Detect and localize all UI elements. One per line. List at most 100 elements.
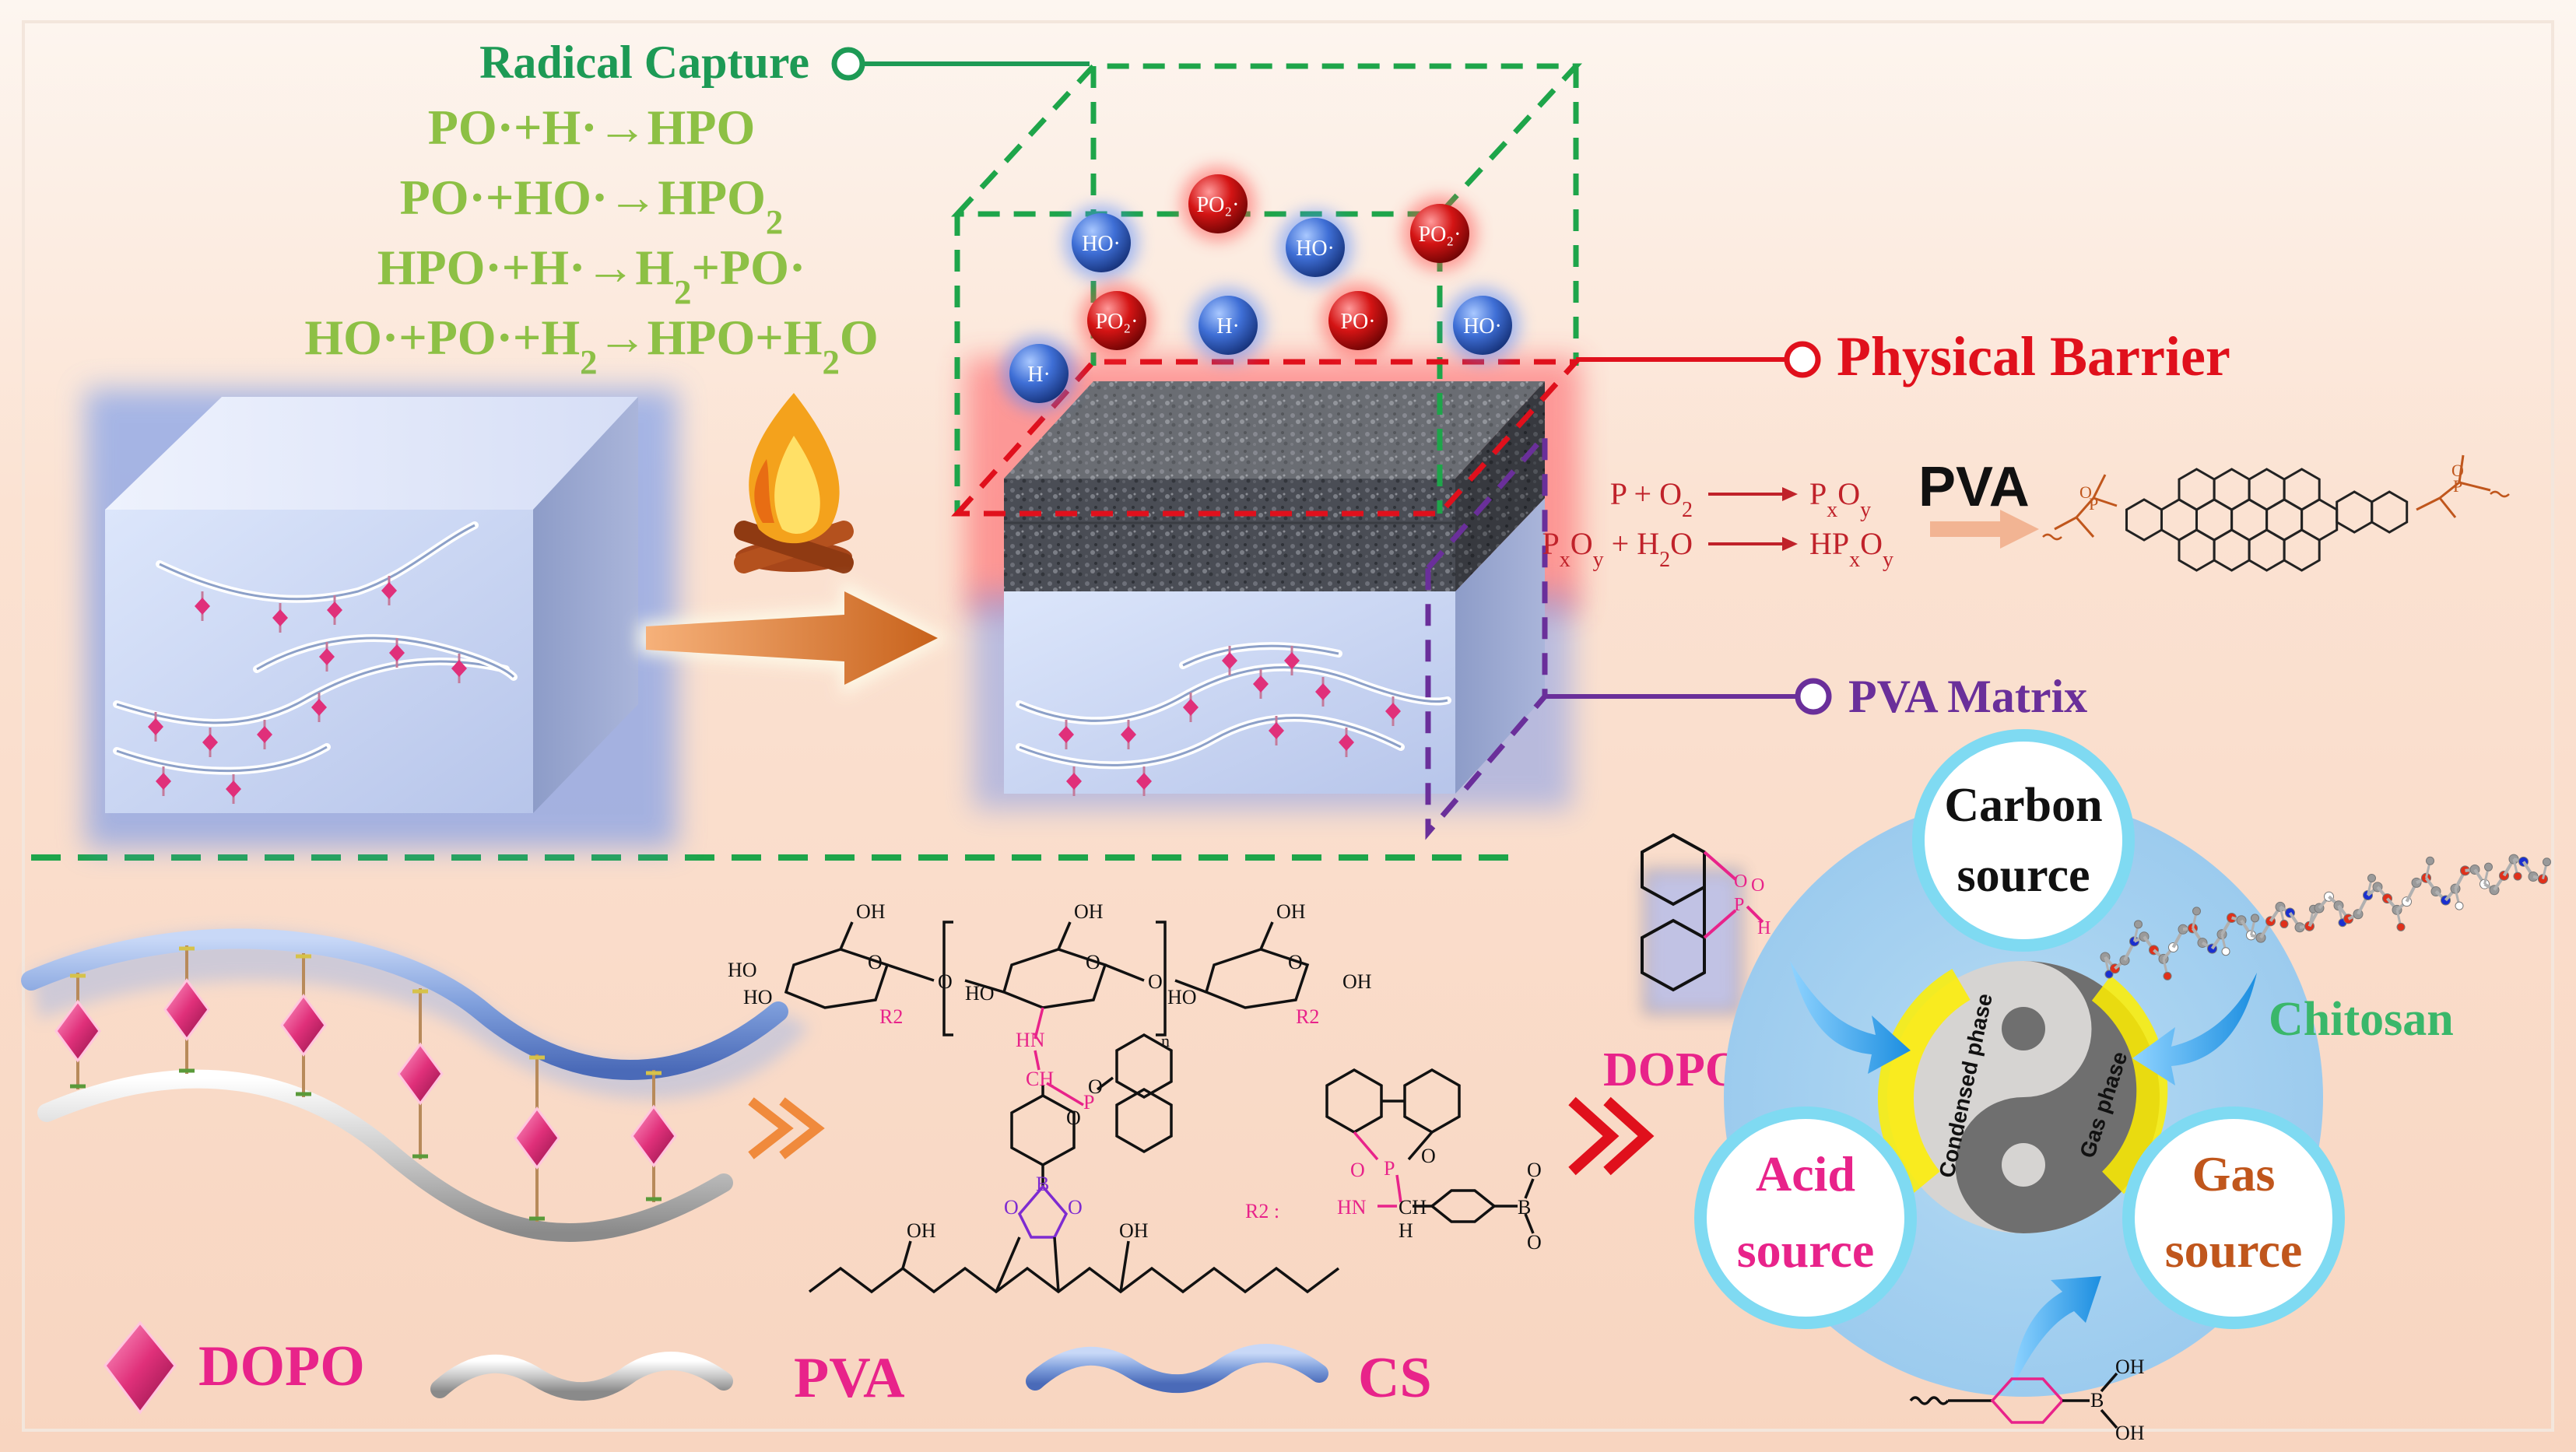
arrow-icon xyxy=(2132,973,2257,1085)
phenylboronic-acid-labels: B OH OH xyxy=(2090,1356,2145,1444)
dopo-diamond-icon xyxy=(148,718,163,735)
charred-pva-cube xyxy=(965,358,1580,809)
dopo-diamond-icon xyxy=(514,1106,560,1170)
radical-label: PO₂· xyxy=(1096,310,1139,334)
aromatic-ring xyxy=(2283,528,2321,572)
dopo-diamond-icon xyxy=(381,582,397,599)
dopo-diamond-icon xyxy=(195,598,210,615)
atom-p: P xyxy=(2453,476,2462,496)
atom-o: O xyxy=(1004,1196,1019,1219)
atom-oh: OH xyxy=(2115,1356,2145,1378)
arrow-icon xyxy=(2012,1276,2101,1389)
gas-source-node: Gas source xyxy=(2122,1107,2345,1329)
polymer-chain-outline xyxy=(1019,666,1448,722)
atom-b: B xyxy=(1518,1196,1531,1219)
pva-product-label: PVA xyxy=(1918,456,2030,518)
radical-species: HO·PO₂·HO·PO₂·PO₂·H·PO·HO·H· xyxy=(1002,167,1520,411)
dopo-diamond-icon xyxy=(1284,652,1300,669)
acid-source-node: Acid source xyxy=(1694,1107,1917,1329)
atom-o: O xyxy=(1350,1159,1365,1181)
radical-blue-ball: H· xyxy=(1002,336,1076,411)
dopo-diamond-icon xyxy=(1058,726,1074,743)
r2-definition-labels: R2 : HN P O O CH H B O O xyxy=(1245,1145,1542,1254)
structure-labels-purple: B O O xyxy=(1004,1173,1083,1219)
radical-blue-ball: H· xyxy=(1191,288,1265,363)
chevron-arrow-icon xyxy=(1568,1096,1655,1176)
radical-label: H· xyxy=(1216,314,1240,338)
reaction-arrowhead xyxy=(1782,487,1798,501)
radical-red-ball: PO₂· xyxy=(1181,167,1255,241)
pva-matrix-callout: PVA Matrix xyxy=(1545,671,2087,722)
condensed-reaction-lhs: PxOy + H2O xyxy=(1542,526,1693,572)
dopo-diamond-icon xyxy=(104,1320,177,1415)
dopo-diamond-icon xyxy=(1121,726,1136,743)
atom-o: O xyxy=(1086,951,1100,973)
physical-barrier-callout: Physical Barrier xyxy=(1576,325,2230,388)
polymer-chain-outline xyxy=(116,660,507,724)
dopo-diamond-icon xyxy=(397,1042,444,1106)
atom-oh: OH xyxy=(1119,1219,1149,1242)
legend-item-pva: PVA xyxy=(430,1346,905,1410)
dopo-diamond-icon xyxy=(163,977,210,1042)
phenylboronic-acid-structure xyxy=(1909,1372,2118,1429)
r2-definition-structure xyxy=(1325,1068,1535,1234)
atom-o: O xyxy=(1068,1196,1083,1219)
dopo-diamond-icon xyxy=(1315,683,1331,700)
dopo-crosslink xyxy=(54,973,101,1089)
polymer-chain-outline xyxy=(256,637,515,679)
pva-matrix-label: PVA Matrix xyxy=(1848,671,2087,722)
dopo-diamond-icon xyxy=(257,726,272,743)
radical-capture-label: Radical Capture xyxy=(479,37,809,88)
radical-reaction-equation: PO·+H·→HPO xyxy=(428,100,755,155)
yin-yang-icon xyxy=(1878,961,2168,1233)
atom-o: O xyxy=(868,951,883,973)
legend-item-cs: CS xyxy=(1026,1344,1432,1410)
radical-label: PO· xyxy=(1340,310,1375,334)
polymer-chain-outline xyxy=(159,524,476,601)
cs-chain-icon xyxy=(1026,1344,1328,1394)
atom-oh: OH xyxy=(1074,900,1104,923)
radical-capture-connector-dot xyxy=(831,47,865,81)
dopo-crosslink xyxy=(514,1054,560,1222)
pva-chain-icon xyxy=(430,1352,733,1401)
radical-red-ball: PO₂· xyxy=(1402,196,1477,271)
legend-item-dopo: DOPO xyxy=(104,1320,365,1415)
pva-chain xyxy=(37,1069,733,1243)
ch-label: CH xyxy=(1399,1196,1427,1219)
atom-o: O xyxy=(1734,872,1747,892)
atom-oh: OH xyxy=(907,1219,936,1242)
dopo-diamond-icon xyxy=(389,644,405,661)
dopo-diamond-icon xyxy=(1253,675,1269,693)
acid-source-line1: Acid xyxy=(1756,1146,1855,1201)
radical-label: HO· xyxy=(1463,314,1502,338)
crosslinked-network-illustration xyxy=(21,928,809,1243)
legend-label-pva: PVA xyxy=(794,1346,905,1410)
atom-o: O xyxy=(2079,482,2092,502)
dopo-crosslink xyxy=(163,945,210,1074)
radical-blue-ball: HO· xyxy=(1278,210,1353,285)
condensed-reaction-rhs: PxOy xyxy=(1809,476,1871,522)
atom-p: P xyxy=(2089,494,2098,514)
dopo-diamond-icon xyxy=(1183,699,1199,716)
chevron-arrow-icon xyxy=(748,1097,825,1159)
radical-reaction-equation: HO·+PO·+H2→HPO+H2O xyxy=(304,310,878,381)
atom-o: O xyxy=(1751,875,1764,896)
repeat-n: n xyxy=(1161,1031,1170,1050)
char-layer-front xyxy=(1004,479,1455,591)
input-arrows xyxy=(1790,961,2257,1389)
structure-labels-pink: R2 R2 HN CH P xyxy=(879,1005,1319,1114)
dopo-crosslink xyxy=(397,988,444,1159)
radical-red-ball: PO₂· xyxy=(1079,283,1154,358)
chitosan-molecule xyxy=(2100,854,2551,980)
dopo-diamond-icon xyxy=(327,601,342,619)
gas-source-line2: source xyxy=(2165,1222,2303,1278)
dopo-crosslink xyxy=(630,1070,677,1202)
dopo-diamond-icon xyxy=(1269,722,1284,739)
dopo-diamond-icon xyxy=(1222,652,1237,669)
r2-def-label: R2 : xyxy=(1245,1200,1279,1222)
process-arrow xyxy=(638,580,949,696)
legend-label-dopo: DOPO xyxy=(198,1335,365,1398)
polymer-chain-outline xyxy=(1019,716,1402,766)
phosphate-left xyxy=(2042,474,2118,541)
carbon-source-line1: Carbon xyxy=(1944,779,2102,832)
